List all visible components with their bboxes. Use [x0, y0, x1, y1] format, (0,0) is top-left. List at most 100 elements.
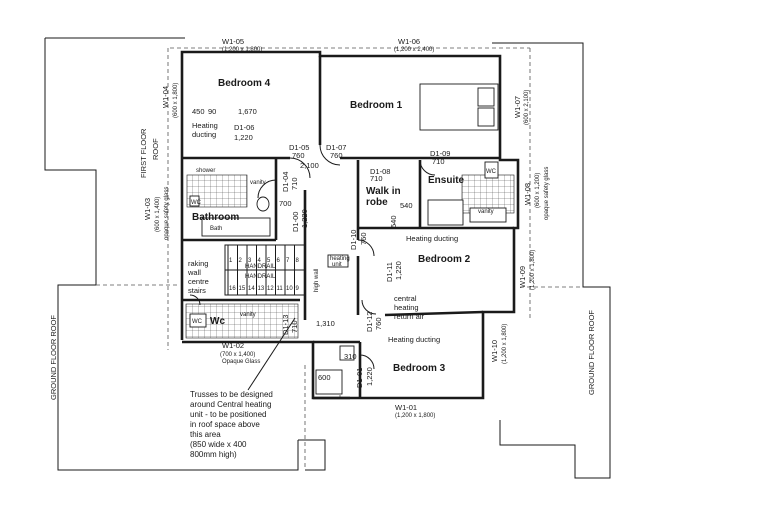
wc-fixtures: [185, 303, 299, 339]
door-d105-width: 760: [292, 151, 305, 160]
room-label-wc: Wc: [210, 316, 225, 327]
trusses-note-line-5: this area: [190, 430, 221, 439]
window-w103-glass: opaque safety glass: [164, 187, 170, 240]
door-d101-width: 1,220: [365, 367, 374, 386]
trusses-leader-line: [247, 317, 296, 391]
door-d101-label: D1-01: [355, 368, 364, 388]
wc-fixture-label-2: WC: [486, 169, 497, 175]
bed: [419, 83, 499, 131]
window-w103-label: W1-03: [143, 198, 152, 220]
heating-unit-label-2: unit: [332, 262, 342, 268]
dim-1670: 1,670: [238, 107, 257, 116]
door-d112-label: D1-12: [365, 312, 374, 332]
raking-label-4: stairs: [188, 286, 206, 295]
trusses-note-line-7: 800mm high): [190, 450, 237, 459]
stair-number: 12: [267, 286, 274, 292]
door-d113-width: 710: [290, 320, 299, 333]
raking-label-2: wall: [187, 268, 201, 277]
central-heating-label-3: return air: [394, 312, 425, 321]
window-w101-size: (1,200 x 1,800): [395, 413, 435, 419]
room-label-bedroom2: Bedroom 2: [418, 254, 471, 265]
high-wall-label: high wall: [314, 269, 320, 292]
window-w109-label: W1-09: [518, 266, 527, 288]
ground-floor-roof-outline-right: [492, 42, 611, 479]
window-w101-label: W1-01: [395, 403, 417, 412]
central-heating-label-2: heating: [394, 303, 419, 312]
dim-450: 450: [192, 107, 205, 116]
wc-fixture-label-3: WC: [192, 319, 203, 325]
trusses-note-line-1: Trusses to be designed: [190, 390, 273, 399]
dim-310: 310: [344, 352, 357, 361]
window-w103-size: (600 x 1,400): [155, 197, 161, 232]
door-d104-label: D1-04: [281, 172, 290, 192]
ground-floor-roof-label-left: GROUND FLOOR ROOF: [49, 315, 58, 400]
room-label-bedroom3: Bedroom 3: [393, 363, 446, 374]
raking-label-1: raking: [188, 259, 208, 268]
stair-number: 5: [267, 258, 271, 264]
handrail-label-2: HANDRAIL: [245, 274, 276, 280]
heating-ducting-label-2: Heating ducting: [406, 234, 458, 243]
door-d109-label: D1-09: [430, 149, 450, 158]
stair-number: 1: [229, 258, 233, 264]
heating-ducting-label-1b: ducting: [192, 130, 216, 139]
door-d110-width: 760: [359, 232, 368, 245]
window-w106-label: W1-06: [398, 37, 420, 46]
ground-floor-roof-label-right: GROUND FLOOR ROOF: [587, 310, 596, 395]
door-d108-width: 710: [370, 174, 383, 183]
door-d107-label: D1-07: [326, 143, 346, 152]
room-label-bedroom1: Bedroom 1: [350, 100, 403, 111]
stair-number: 11: [277, 286, 284, 292]
room-label-robe: robe: [366, 197, 388, 208]
stair-number: 16: [229, 286, 236, 292]
dim-90: 90: [208, 107, 216, 116]
central-heating-label-1: central: [394, 294, 417, 303]
heating-ducting-label-3: Heating ducting: [388, 335, 440, 344]
door-d111-width: 1,220: [394, 261, 403, 280]
dim-1310: 1,310: [316, 319, 335, 328]
room-label-bathroom: Bathroom: [192, 212, 239, 223]
stair-number: 14: [248, 286, 255, 292]
window-w108-glass: opaque safety glass: [544, 167, 550, 220]
window-w106-size: (1,200 x 2,400): [394, 47, 434, 53]
trusses-note-line-4: in roof space above: [190, 420, 260, 429]
stair-number: 6: [277, 258, 281, 264]
door-d100-width: 1,220: [300, 209, 309, 228]
dim-600: 600: [318, 373, 331, 382]
dim-540a: 540: [400, 201, 413, 210]
window-w108-label: W1-08: [523, 183, 532, 205]
trusses-note: Trusses to be designed around Central he…: [190, 390, 273, 459]
dim-540b: 540: [389, 215, 398, 228]
handrail-label-1: HANDRAIL: [245, 264, 276, 270]
dim-700: 700: [279, 199, 292, 208]
window-w107-label: W1-07: [513, 96, 522, 118]
window-w110-label: W1-10: [490, 340, 499, 362]
heating-unit-label-1: heating: [330, 256, 350, 262]
window-w108-size: (600 x 1,200): [535, 173, 541, 208]
room-label-walkin: Walk in: [366, 186, 401, 197]
shower-label: shower: [196, 168, 215, 174]
door-swings: [189, 144, 436, 370]
trusses-note-line-2: around Central heating: [190, 400, 271, 409]
door-d107-width: 760: [330, 151, 343, 160]
door-d106-label: D1-06: [234, 123, 254, 132]
stair-number: 10: [286, 286, 293, 292]
window-w104-label: W1-04: [161, 86, 170, 108]
window-w102-size: (700 x 1,400): [220, 352, 255, 358]
stair-number: 4: [258, 258, 262, 264]
stair-number: 13: [258, 286, 265, 292]
bathroom-fixtures: [186, 174, 271, 237]
trusses-note-line-6: (850 wide x 400: [190, 440, 247, 449]
stair-number: 9: [296, 286, 300, 292]
first-floor-roof-label-2: ROOF: [151, 138, 160, 160]
door-d109-width: 710: [432, 157, 445, 166]
stair-number: 7: [286, 258, 290, 264]
first-floor-roof-label-1: FIRST FLOOR: [139, 128, 148, 178]
roof-dashed-lines: [96, 47, 583, 470]
door-d110-label: D1-10: [349, 230, 358, 250]
stair-number: 8: [296, 258, 300, 264]
wc-fixture-label-1: WC: [191, 200, 202, 206]
door-d106-width: 1,220: [234, 133, 253, 142]
door-d113-label: D1-13: [281, 315, 290, 335]
door-d111-label: D1-11: [385, 262, 394, 282]
